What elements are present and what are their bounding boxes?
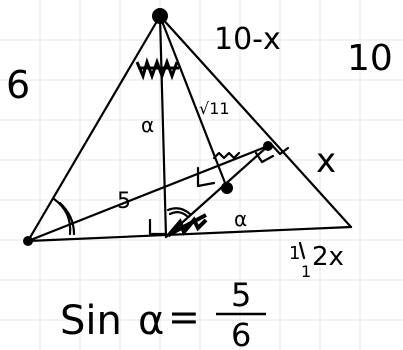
formula-equals: = — [168, 295, 200, 339]
edge-left — [26, 14, 162, 243]
formula-denominator: 6 — [231, 316, 251, 350]
angle-arc-left-2 — [58, 201, 76, 236]
formula-sin: Sin — [60, 298, 122, 344]
label-five: 5 — [117, 189, 131, 214]
edge-bottom — [26, 225, 353, 243]
apex-to-inner — [158, 14, 229, 190]
label-six: 6 — [6, 63, 30, 107]
label-bottom-two-x: 2x — [312, 242, 344, 272]
tick-mark — [298, 241, 306, 260]
label-alpha-top: α — [141, 113, 154, 137]
label-x-side: x — [316, 141, 336, 181]
inner-point — [221, 182, 233, 194]
left-to-foot — [26, 144, 270, 243]
right-angle-mark-2 — [196, 166, 216, 188]
label-sqrt: √11 — [199, 99, 230, 118]
angle-arc-mid — [166, 207, 192, 216]
squiggle-mark — [212, 151, 241, 160]
formula-numerator: 5 — [231, 276, 251, 314]
right-angle-mark-4 — [269, 142, 290, 156]
label-alpha-mid: α — [234, 207, 247, 231]
angle-arc-left — [52, 197, 72, 236]
figure-lines — [26, 14, 353, 260]
right-angle-mark-3 — [254, 151, 275, 164]
edge-right — [158, 14, 353, 229]
foot-point — [263, 141, 273, 151]
left-vertex-point — [23, 236, 33, 246]
apex-point — [152, 8, 168, 24]
right-angle-mark-1 — [148, 218, 168, 236]
formula-alpha: α — [138, 298, 164, 344]
label-bottom-one-b: 1 — [301, 262, 311, 281]
label-ten: 10 — [347, 38, 393, 79]
base-to-foot — [164, 144, 270, 239]
base-scribble — [166, 213, 208, 238]
label-bottom-one: 1 — [289, 243, 300, 264]
apex-scribble — [135, 57, 179, 81]
label-ten-minus-x: 10-x — [214, 22, 281, 57]
altitude — [158, 14, 168, 239]
angle-arc-mid-2 — [168, 210, 190, 219]
